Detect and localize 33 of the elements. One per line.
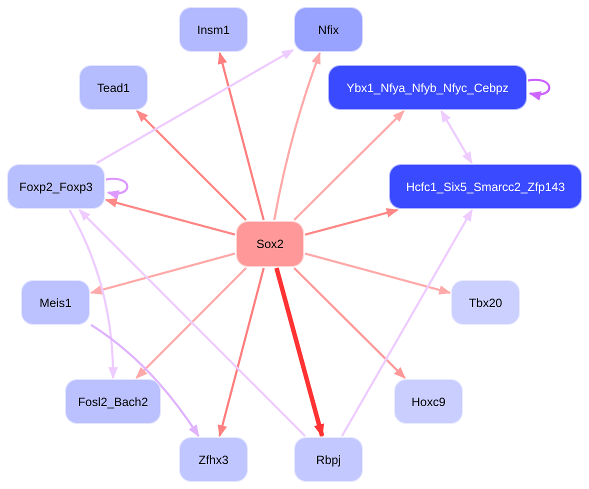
arrow [293,110,405,221]
gene-node: Nfix [294,7,363,52]
arrow [68,209,118,380]
arrow [136,267,247,379]
gene-node: Meis1 [21,280,90,325]
gene-node: Sox2 [236,221,304,267]
gene-node: Tead1 [79,65,148,110]
arrow [304,252,452,295]
arrow [106,178,128,199]
arrow [90,252,236,295]
arrow [341,208,473,437]
gene-node: Ybx1_Nfya_Nfyb_Nfyc_Cebpz [328,65,527,110]
arrow [293,267,406,379]
gene-node: Fosl2_Bach2 [65,379,161,424]
arrow [104,198,236,236]
arrow [78,209,306,437]
arrow [304,208,399,236]
arrow [528,78,550,100]
arrow [274,267,324,438]
arrow [273,52,321,220]
arrow [218,52,265,220]
gene-node: Rbpj [294,437,363,482]
gene-node: Hcfc1_Six5_Smarcc2_Zfp143 [389,164,582,209]
gene-node: Zfhx3 [179,437,248,482]
arrow [136,110,247,221]
gene-node: Tbx20 [451,280,520,325]
gene-node: Hoxc9 [394,379,463,424]
arrow [96,49,294,164]
gene-node: Foxp2_Foxp3 [7,164,105,209]
arrow [218,268,265,438]
arrow [90,324,200,437]
gene-node: Insm1 [179,7,248,52]
arrow [440,110,473,164]
